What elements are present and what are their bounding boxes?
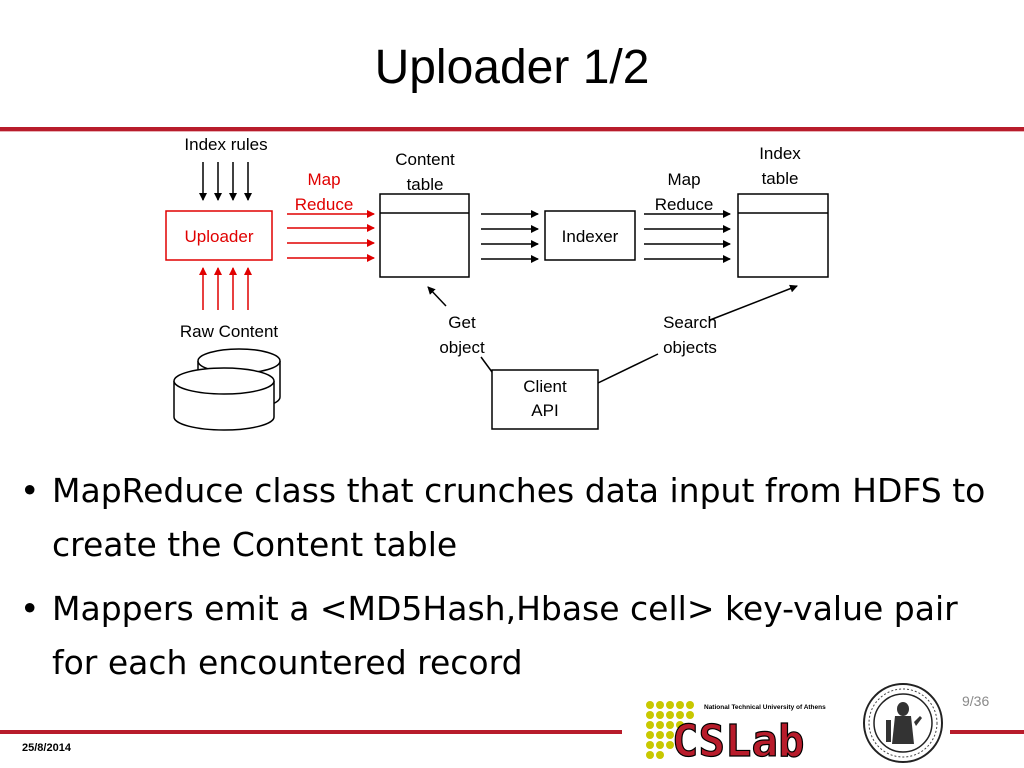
index-table-box — [737, 193, 829, 278]
client-api-box — [491, 369, 599, 430]
map-reduce-right-line1: Map — [667, 170, 700, 189]
indexer-to-index-arrows — [644, 210, 731, 263]
footer-divider-left — [0, 730, 622, 734]
index-table-label-line1: Index — [759, 144, 801, 163]
slide-title: Uploader 1/2 — [374, 41, 650, 94]
raw-content-arrows — [199, 267, 252, 310]
indexer-box — [544, 210, 636, 261]
search-objects-label-line2: objects — [663, 338, 717, 357]
architecture-diagram: Index rules Uploader Raw Content Map Red… — [165, 135, 829, 431]
bullet-list: • MapReduce class that crunches data inp… — [20, 464, 1000, 700]
bullet-text: MapReduce class that crunches data input… — [52, 471, 986, 564]
bullet-item: • MapReduce class that crunches data inp… — [20, 464, 1000, 572]
logo-dot-grid — [646, 701, 694, 759]
database-icon — [173, 348, 281, 431]
uploader-box — [165, 210, 273, 261]
content-table-label-line2: table — [407, 175, 444, 194]
footer-divider-right — [950, 730, 1024, 734]
title-divider — [0, 127, 1024, 131]
index-table-label-line2: table — [762, 169, 799, 188]
map-reduce-left-line1: Map — [307, 170, 340, 189]
logo-wordmark: CSLab — [672, 716, 804, 762]
get-object-arrow-top — [427, 286, 447, 307]
indexer-label: Indexer — [562, 227, 619, 246]
title-divider-shadow — [0, 131, 1024, 132]
content-table-box — [379, 193, 470, 278]
get-object-arrow-bottom — [480, 356, 493, 373]
page-number: 9/36 — [962, 693, 990, 709]
map-reduce-right-line2: Reduce — [655, 195, 714, 214]
get-object-label-line1: Get — [448, 313, 476, 332]
search-objects-arrow-bottom — [597, 353, 659, 384]
logo-subtext: National Technical University of Athens — [704, 704, 826, 711]
raw-content-label: Raw Content — [180, 322, 279, 341]
slide-date: 25/8/2014 — [22, 742, 71, 754]
content-to-indexer-arrows — [481, 210, 539, 263]
bullet-dot: • — [20, 471, 40, 510]
index-rules-label: Index rules — [184, 135, 267, 154]
client-api-label-line1: Client — [523, 377, 567, 396]
search-objects-arrow-top — [709, 284, 798, 321]
search-objects-label-line1: Search — [663, 313, 717, 332]
bullet-dot: • — [20, 589, 40, 628]
get-object-label-line2: object — [439, 338, 485, 357]
cslab-logo: National Technical University of Athens … — [642, 698, 852, 762]
bullet-item: • Mappers emit a <MD5Hash,Hbase cell> ke… — [20, 582, 1000, 690]
university-seal-icon — [863, 683, 943, 763]
uploader-to-content-arrows — [287, 210, 375, 262]
index-rules-arrows — [199, 162, 252, 201]
map-reduce-left-line2: Reduce — [295, 195, 354, 214]
uploader-label: Uploader — [185, 227, 254, 246]
client-api-label-line2: API — [531, 401, 558, 420]
content-table-label-line1: Content — [395, 150, 455, 169]
bullet-text: Mappers emit a <MD5Hash,Hbase cell> key-… — [52, 589, 958, 682]
